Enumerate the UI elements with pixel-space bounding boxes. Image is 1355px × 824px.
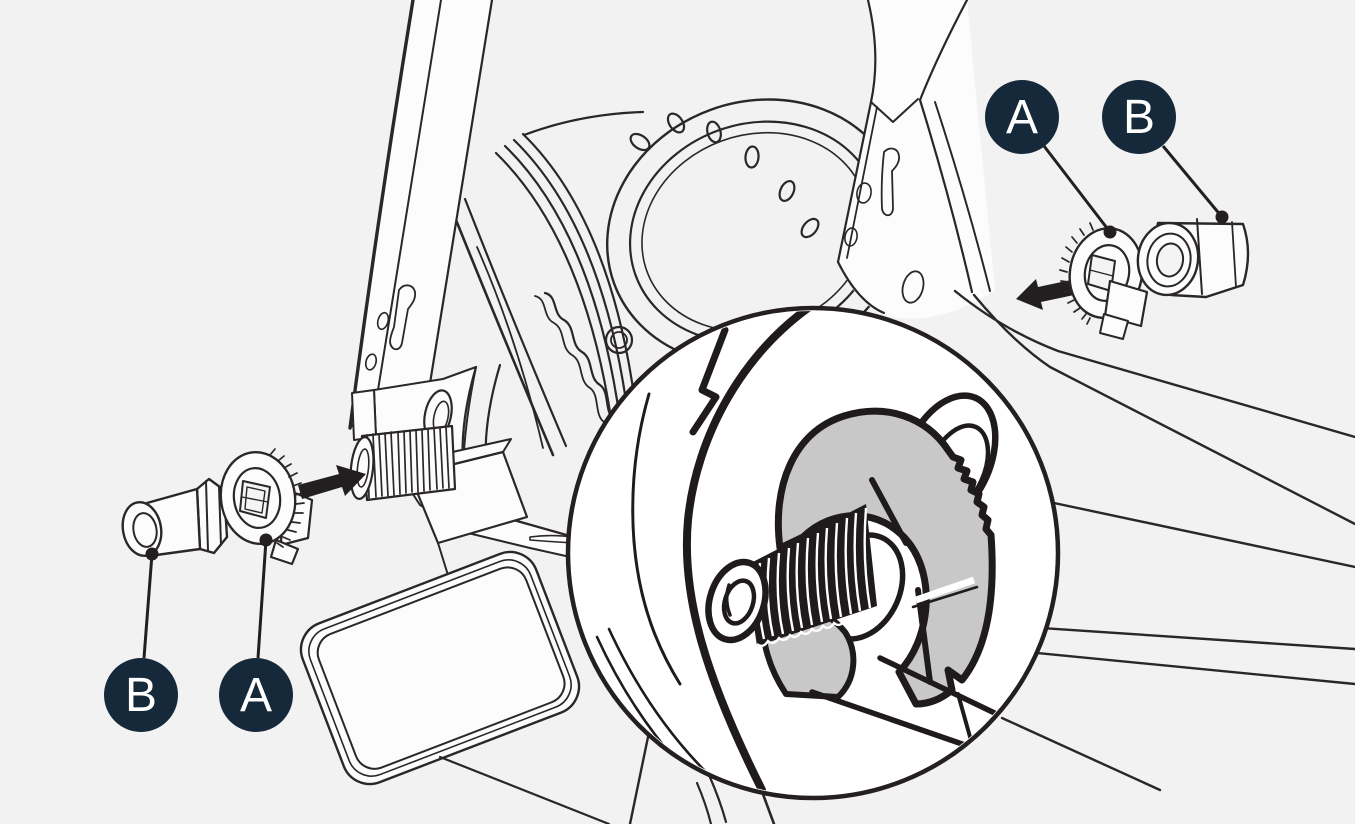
callout-b-top-right: B bbox=[1102, 80, 1176, 154]
axle-nut-left bbox=[121, 477, 229, 558]
frame-leg-left bbox=[348, 0, 494, 435]
magnified-axle bbox=[705, 504, 877, 648]
axle-nut-right bbox=[1136, 218, 1250, 299]
callout-a-top-right: A bbox=[985, 80, 1059, 154]
leader-dots bbox=[145, 210, 1229, 561]
callout-b-bottom-left: B bbox=[104, 658, 178, 732]
axle-threads bbox=[349, 424, 457, 502]
callout-a-bottom-left: A bbox=[219, 658, 293, 732]
rear-frame-tubes bbox=[953, 289, 1355, 792]
pedal bbox=[299, 550, 581, 786]
frame-leg-right bbox=[836, 0, 995, 319]
insert-arrow-right-icon bbox=[298, 465, 366, 499]
insert-arrow-left-icon bbox=[1016, 279, 1074, 310]
spoke-holes bbox=[629, 112, 820, 239]
leader-lines bbox=[142, 145, 1224, 659]
adapter-washer-left bbox=[219, 448, 314, 566]
magnifier-detail-circle bbox=[565, 305, 1061, 801]
magnified-detail-view bbox=[595, 311, 1008, 794]
adapter-washer-right bbox=[1059, 222, 1149, 340]
